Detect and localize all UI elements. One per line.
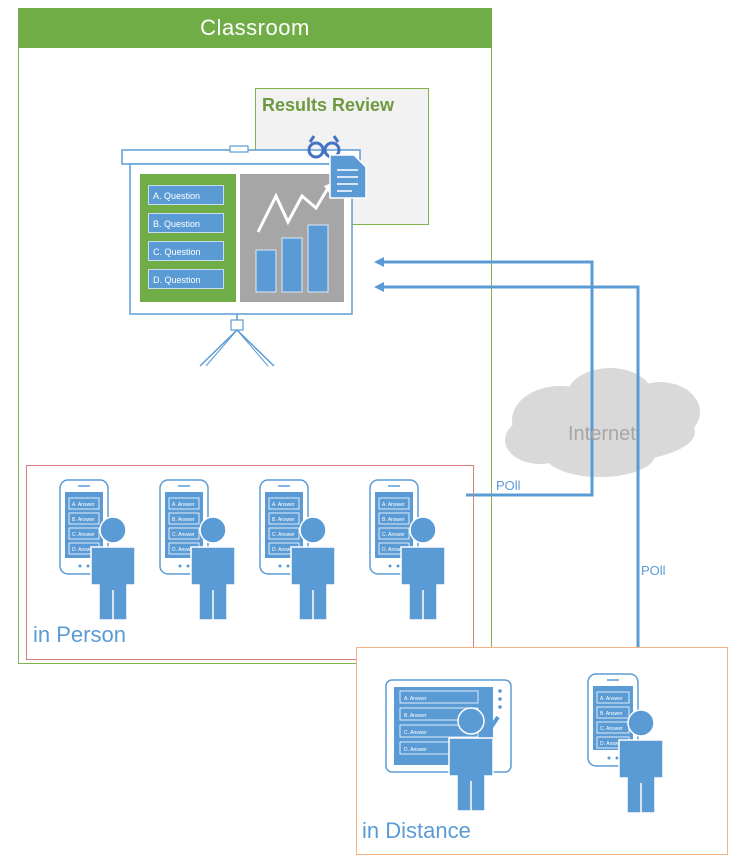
arrowhead-1: [374, 257, 384, 267]
answer-option: [596, 706, 630, 719]
answer-text: C. Answer: [72, 532, 95, 538]
answer-text: B. Answer: [404, 713, 427, 719]
answer-text: A. Answer: [72, 502, 95, 508]
internet-label: Internet: [568, 423, 636, 445]
answer-text: C. Answer: [600, 726, 623, 732]
answer-text: C. Answer: [172, 532, 195, 538]
person-icon: [618, 709, 664, 814]
answer-text: C. Answer: [382, 532, 405, 538]
answer-text: D. Answer: [272, 547, 295, 553]
answer-text: A. Answer: [404, 696, 427, 702]
poll-label-2: POll: [641, 563, 666, 578]
answer-text: D. Answer: [382, 547, 405, 553]
results-review-title: Results Review: [262, 95, 395, 115]
answer-option: [378, 497, 410, 510]
answer-text: A. Answer: [172, 502, 195, 508]
answer-option: [378, 527, 410, 540]
person-icon: [190, 516, 236, 621]
answer-text: D. Answer: [404, 747, 427, 753]
person-icon: [448, 707, 494, 812]
answer-option: [268, 527, 300, 540]
answer-text: D. Answer: [172, 547, 195, 553]
in-distance-label: in Distance: [362, 818, 471, 843]
answer-text: A. Answer: [272, 502, 295, 508]
question-a: A. Question: [148, 185, 224, 205]
answer-text: B. Answer: [382, 517, 405, 523]
answer-text: C. Answer: [272, 532, 295, 538]
person-icon: [290, 516, 336, 621]
answer-option: [168, 497, 200, 510]
in-person-label: in Person: [33, 622, 126, 647]
glasses-icon: [307, 135, 341, 159]
distance-devices-layer: A. Answer B. Answer C. Answer D. Answer A. A…: [385, 673, 664, 814]
question-c: C. Question: [148, 241, 224, 261]
poll-arrow-1: [382, 260, 594, 497]
answer-option: [68, 527, 100, 540]
classroom-title: Classroom: [18, 8, 492, 48]
person-icon: [90, 516, 136, 621]
document-icon: [329, 154, 367, 199]
answer-option: [378, 512, 410, 525]
answer-text: A. Answer: [382, 502, 405, 508]
answer-option: [596, 691, 630, 704]
answer-option: [168, 512, 200, 525]
answer-option: [68, 512, 100, 525]
question-b: B. Question: [148, 213, 224, 233]
internet-cloud-icon: [505, 368, 700, 477]
answer-text: D. Answer: [600, 741, 623, 747]
answer-option: [168, 527, 200, 540]
poll-label-1: POll: [496, 478, 521, 493]
question-d: D. Question: [148, 269, 224, 289]
answer-option: [399, 690, 479, 704]
arrowhead-2: [374, 282, 384, 292]
answer-option: [268, 512, 300, 525]
answer-option: [268, 497, 300, 510]
answer-text: B. Answer: [272, 517, 295, 523]
in-person-students: A. Answer B. Answer C. Answer D. Answer A. A…: [59, 479, 446, 621]
poll-arrow-2: [382, 285, 640, 660]
answer-text: B. Answer: [72, 517, 95, 523]
answer-option: [68, 497, 100, 510]
answer-text: A. Answer: [600, 696, 623, 702]
answer-text: B. Answer: [600, 711, 623, 717]
stylus-icon: [486, 715, 500, 734]
person-icon: [400, 516, 446, 621]
answer-text: B. Answer: [172, 517, 195, 523]
answer-text: C. Answer: [404, 730, 427, 736]
in-person-group: [26, 465, 474, 660]
answer-text: D. Answer: [72, 547, 95, 553]
